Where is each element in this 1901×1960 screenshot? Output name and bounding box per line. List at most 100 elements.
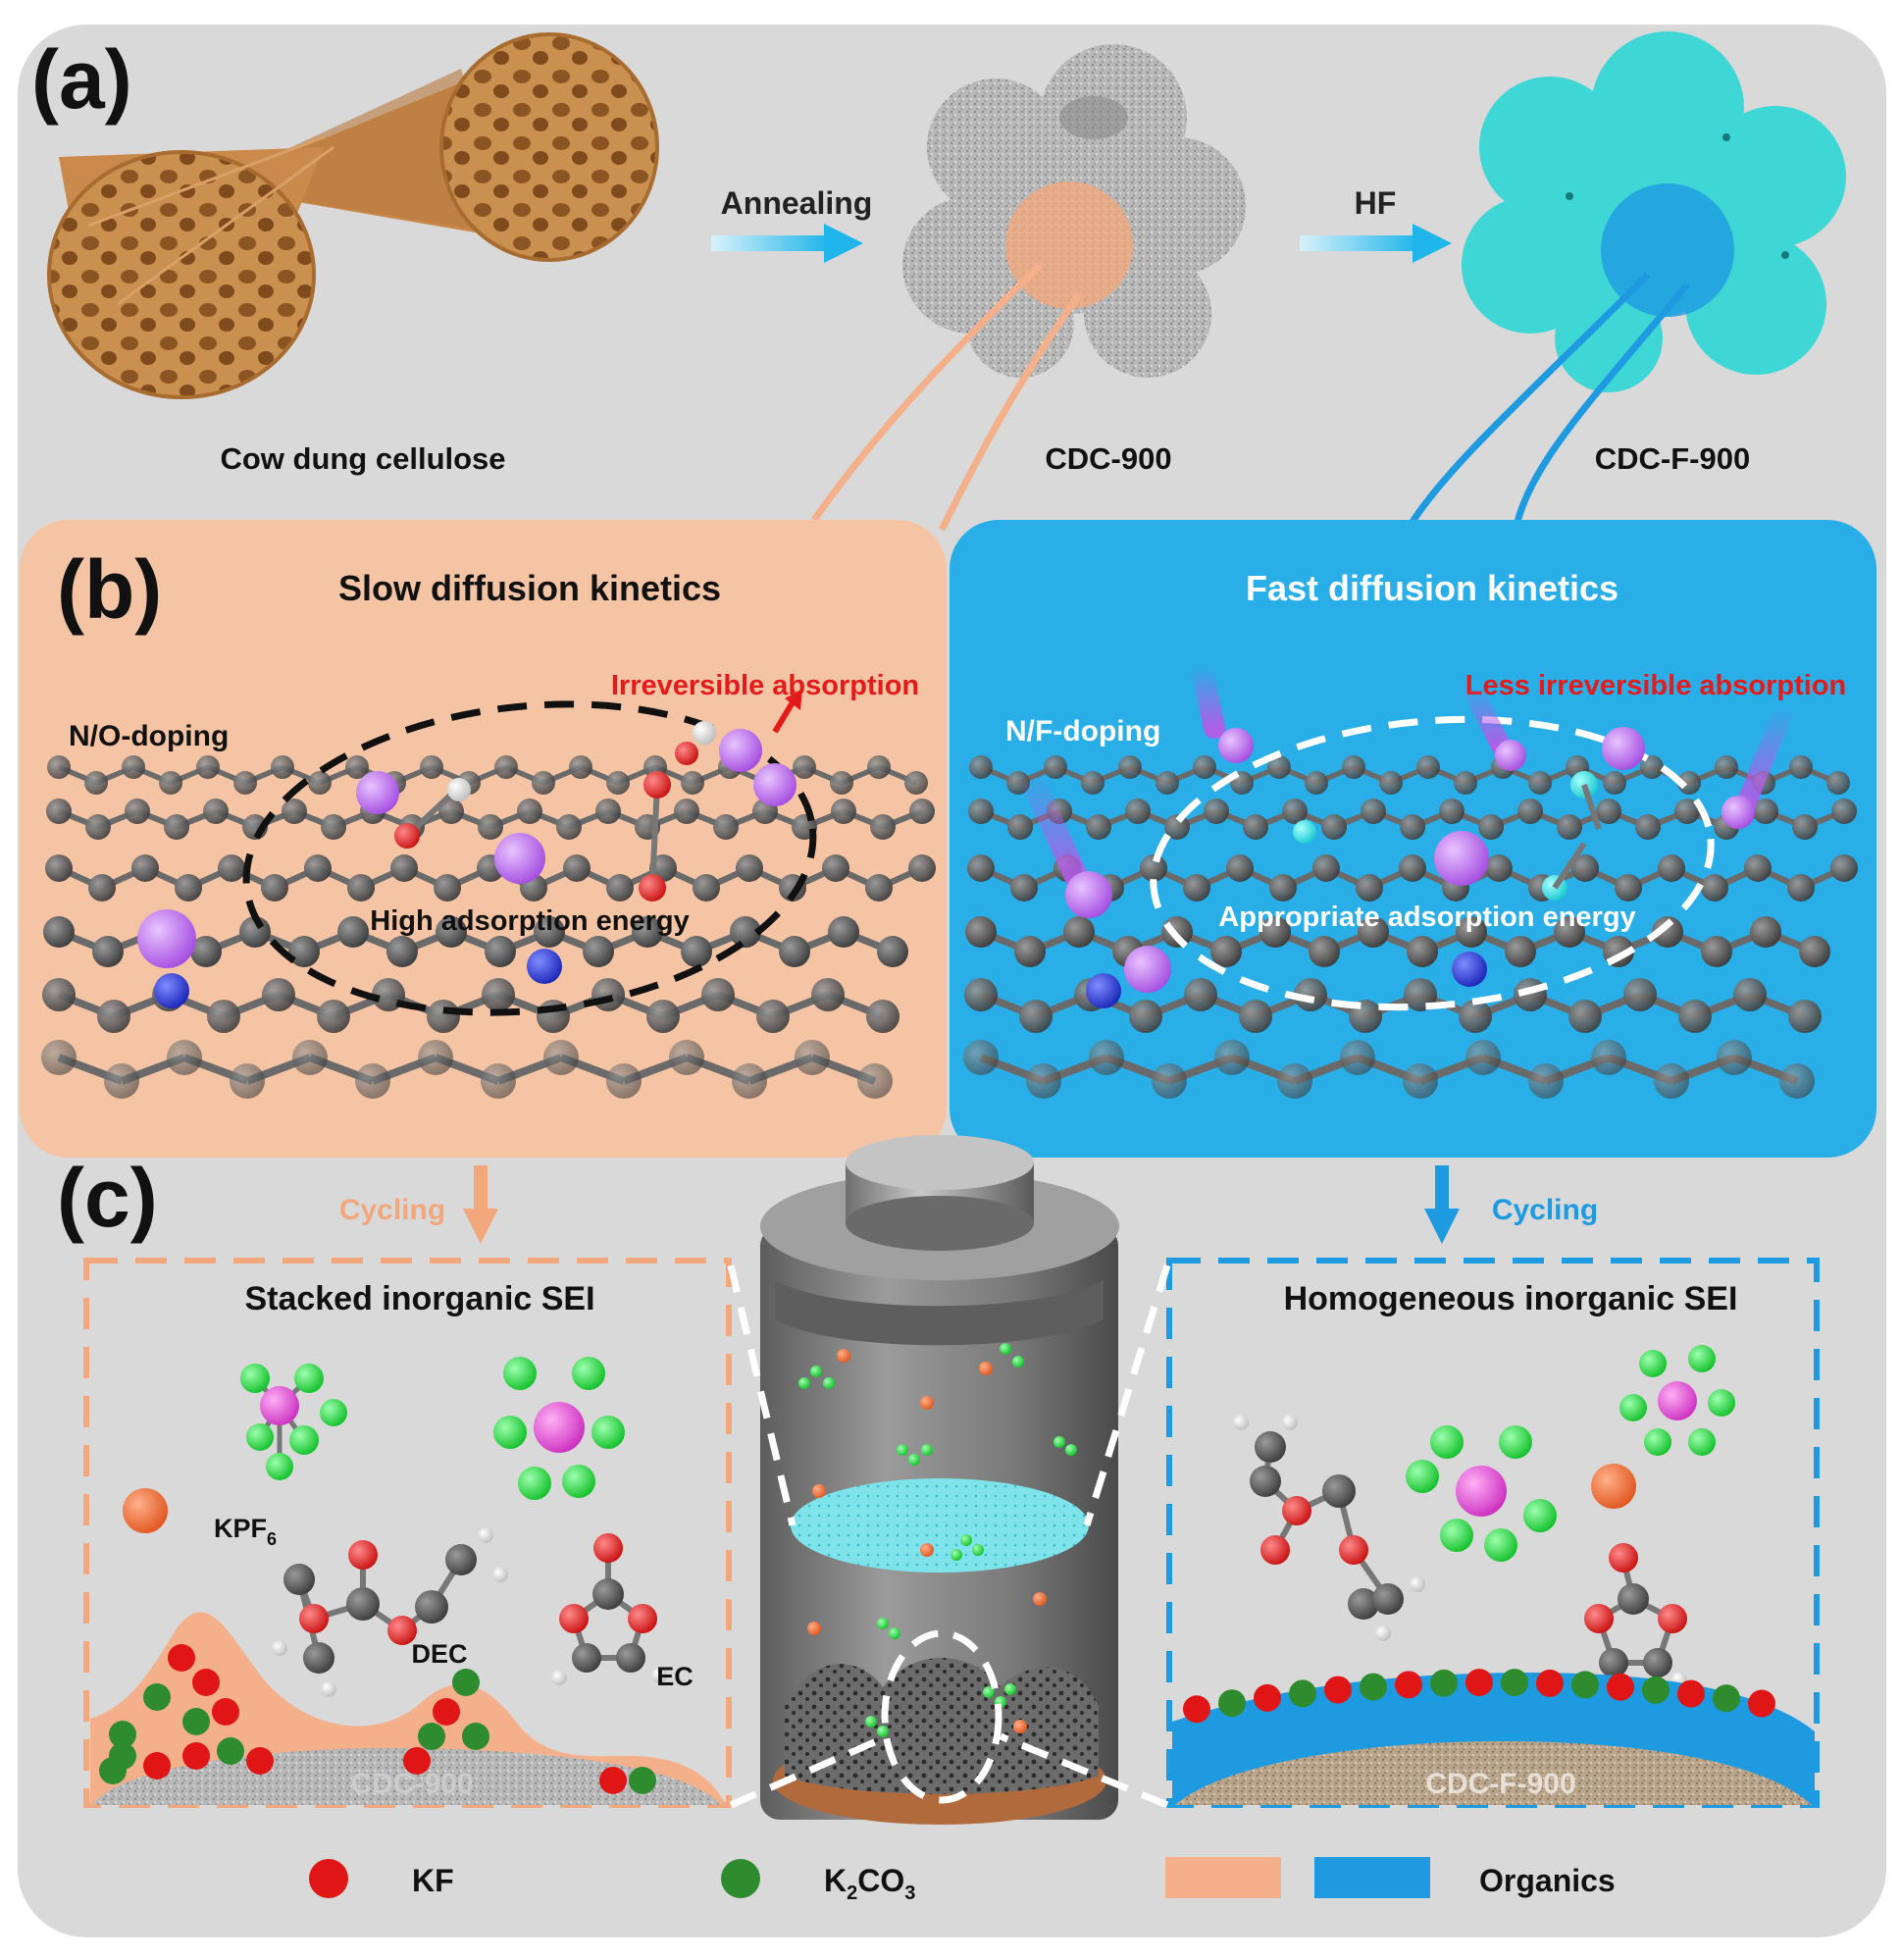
less-irreversible-absorption-label: Less irreversible absorption	[1465, 670, 1846, 701]
dec-molecule-right	[1233, 1415, 1425, 1641]
carbon-atom	[606, 874, 634, 902]
carbon-atom	[1615, 874, 1642, 902]
panel-a: (a) Cow dung cellulose Annealing	[31, 31, 1846, 532]
potassium-ion	[1721, 796, 1755, 829]
ec-molecule	[551, 1533, 667, 1685]
high-adsorption-energy-label: High adsorption energy	[370, 905, 689, 937]
carbon-atom	[1340, 1040, 1375, 1075]
carbon-atom	[1571, 854, 1599, 882]
carbon-atom	[104, 1063, 139, 1099]
carbon-atom	[1557, 814, 1582, 840]
carbon-atom	[1294, 978, 1327, 1011]
oxygen-atom	[394, 823, 420, 849]
carbon-atom	[1152, 1063, 1187, 1099]
carbon-atom	[97, 1000, 130, 1033]
slow-diffusion-title: Slow diffusion kinetics	[338, 568, 721, 608]
carbon-atom	[271, 755, 294, 779]
carbon-atom	[1715, 755, 1738, 779]
cdc-f-900-substrate	[1175, 1741, 1812, 1805]
k2co3-particle	[1501, 1669, 1528, 1697]
carbon-atom	[203, 799, 229, 824]
carbon-atom	[481, 1063, 516, 1099]
carbon-atom	[1342, 755, 1365, 779]
kf-particle	[212, 1698, 239, 1726]
carbon-atom	[418, 1040, 453, 1075]
carbon-atom	[543, 1040, 579, 1075]
carbon-atom	[167, 1040, 202, 1075]
carbon-atom	[321, 814, 346, 840]
carbon-atom	[1831, 799, 1857, 824]
carbon-atom	[877, 936, 908, 967]
k2co3-particle	[629, 1767, 656, 1794]
carbon-atom	[436, 916, 467, 948]
irreversible-absorption-label: Irreversible absorption	[611, 670, 919, 701]
carbon-atom	[1063, 916, 1095, 948]
carbon-atom	[828, 916, 859, 948]
carbon-atom	[1603, 771, 1626, 795]
carbon-atom	[1591, 1040, 1626, 1075]
carbon-atom	[908, 854, 936, 882]
carbon-atom	[196, 755, 220, 779]
legend: KF K2CO3 Organics	[309, 1857, 1616, 1904]
cycling-right-label: Cycling	[1492, 1194, 1598, 1226]
carbon-atom	[1210, 936, 1242, 967]
carbon-atom	[164, 814, 189, 840]
carbon-atom	[1678, 1000, 1712, 1033]
carbon-atom	[583, 936, 614, 967]
hf-arrow	[1300, 224, 1452, 263]
k2co3-legend-swatch	[721, 1859, 760, 1898]
carbon-atom	[904, 771, 928, 795]
k2co3-particle	[1289, 1679, 1316, 1708]
kpf6-label: KPF6	[214, 1514, 277, 1549]
carbon-atom	[669, 1040, 704, 1075]
potassium-ion	[1602, 727, 1645, 770]
carbon-atom	[46, 799, 72, 824]
carbon-atom	[1309, 936, 1340, 967]
carbon-atom	[1014, 936, 1046, 967]
k2co3-particle	[452, 1669, 480, 1696]
cdc-f-900-structure	[1462, 31, 1846, 392]
carbon-atom	[681, 936, 712, 967]
carbon-atom	[713, 814, 739, 840]
carbon-atom	[1026, 1063, 1061, 1099]
carbon-atom	[1226, 854, 1254, 882]
k2co3-particle	[1430, 1669, 1458, 1697]
carbon-atom	[1403, 1063, 1438, 1099]
kf-particle	[433, 1698, 460, 1726]
k2co3-particle	[1571, 1671, 1599, 1699]
carbon-atom	[1652, 916, 1683, 948]
carbon-atom	[345, 755, 369, 779]
carbon-atom	[1744, 854, 1772, 882]
carbon-atom	[45, 854, 73, 882]
carbon-atom	[420, 755, 443, 779]
carbon-atom	[1269, 874, 1297, 902]
fast-diffusion-title: Fast diffusion kinetics	[1246, 568, 1618, 608]
carbon-atom	[701, 978, 735, 1011]
kf-particle	[1677, 1679, 1705, 1708]
cdc-f-900-substrate-label: CDC-F-900	[1425, 1768, 1575, 1800]
carbon-atom	[230, 1063, 265, 1099]
nitrogen-atom	[154, 973, 189, 1008]
k2co3-particle	[143, 1683, 171, 1711]
carbon-atom	[1140, 854, 1167, 882]
potassium-ion	[1495, 740, 1526, 771]
cow-dung-cellulose-label: Cow dung cellulose	[220, 441, 505, 476]
cow-dung-cellulose-illustration	[47, 32, 659, 399]
potassium-ion	[494, 833, 545, 884]
carbon-atom	[1733, 978, 1767, 1011]
cycling-left-label: Cycling	[339, 1194, 445, 1226]
carbon-atom	[1358, 916, 1389, 948]
kf-particle	[246, 1747, 274, 1775]
carbon-atom	[427, 1000, 460, 1033]
carbon-atom	[88, 874, 116, 902]
k-ion	[123, 1488, 168, 1533]
potassium-ion	[1218, 728, 1254, 763]
carbon-atom	[1792, 814, 1818, 840]
carbon-atom	[1321, 814, 1347, 840]
carbon-atom	[1799, 936, 1830, 967]
kf-particle	[599, 1767, 627, 1794]
carbon-atom	[1779, 1063, 1815, 1099]
carbon-atom	[1750, 916, 1781, 948]
panel-a-letter: (a)	[31, 33, 132, 126]
